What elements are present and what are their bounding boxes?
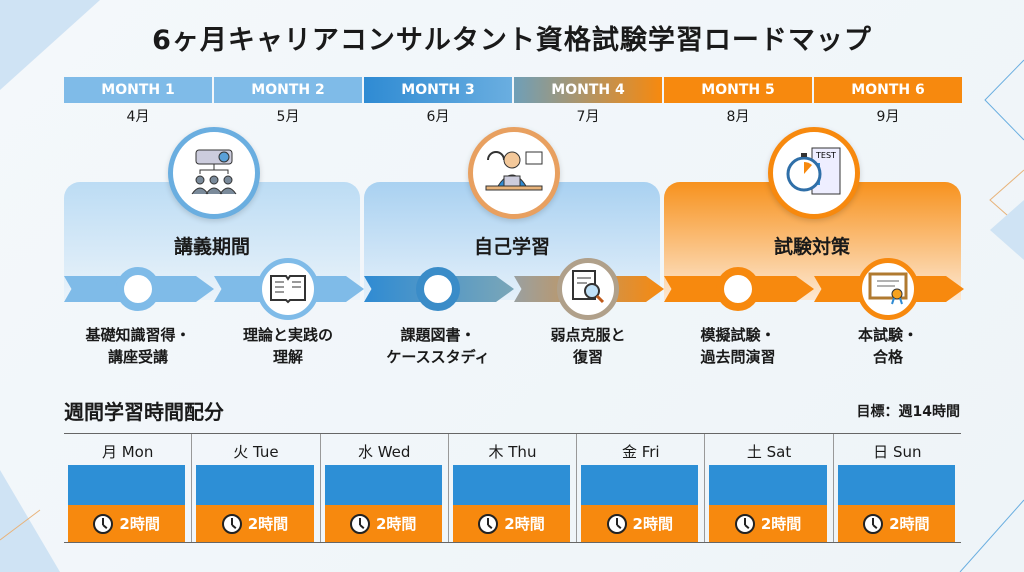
day-column: 土 Sat 2時間 — [704, 434, 832, 542]
milestone-line1: 本試験・ — [857, 326, 918, 344]
day-name: 月 Mon — [101, 443, 154, 461]
day-name: 水 Wed — [357, 443, 411, 461]
day-study-bar — [196, 465, 314, 505]
day-hours-label: 2時間 — [504, 515, 545, 533]
day-hours: 2時間 — [581, 505, 699, 542]
clock-icon — [349, 513, 370, 534]
weekly-goal: 目標：週14時間 — [856, 404, 960, 420]
day-hours: 2時間 — [452, 505, 571, 542]
day-study-bar — [709, 465, 827, 505]
phase-title: 講義期間 — [173, 236, 250, 258]
clock-icon — [606, 513, 627, 534]
milestone-node — [116, 267, 160, 311]
day-hours: 2時間 — [68, 505, 186, 542]
milestone-line2: 講座受講 — [107, 348, 168, 366]
milestone-node — [557, 258, 619, 320]
day-hours: 2時間 — [709, 505, 827, 542]
clock-icon — [221, 513, 242, 534]
milestone-line2: 合格 — [872, 348, 903, 366]
milestone-line1: 模擬試験・ — [700, 326, 776, 344]
milestone-node — [716, 267, 760, 311]
day-column: 水 Wed 2時間 — [319, 434, 448, 542]
day-name: 土 Sat — [746, 443, 792, 461]
page-title: 6ヶ月キャリアコンサルタント資格試験学習ロードマップ — [152, 25, 872, 56]
milestone-node — [416, 267, 460, 311]
phase-icon-badge — [168, 127, 260, 219]
day-name: 日 Sun — [873, 443, 922, 461]
svg-text:TEST: TEST — [815, 151, 836, 160]
day-study-bar — [452, 465, 571, 505]
day-hours-label: 2時間 — [760, 515, 802, 533]
open-book-icon — [268, 270, 308, 308]
day-hours-label: 2時間 — [247, 515, 289, 533]
document-search-icon — [568, 268, 608, 310]
day-hours: 2時間 — [196, 505, 314, 542]
milestone-label: 弱点克服と復習 — [513, 324, 663, 368]
day-study-bar — [68, 465, 186, 505]
milestone-line2: ケーススタディ — [386, 348, 490, 366]
milestone-label: 模擬試験・過去問演習 — [663, 324, 813, 368]
day-hours-label: 2時間 — [119, 515, 160, 533]
milestone-line2: 理解 — [272, 348, 303, 366]
milestone-line1: 基礎知識習得・ — [85, 326, 191, 344]
weekly-schedule: 月 Mon 2時間 火 Tue 2時間 水 Wed 2時間 木 Thu 2時間 金 Fri 2時間… — [64, 433, 961, 543]
phase-title: 試験対策 — [773, 236, 850, 258]
month-label: 8月 — [726, 109, 750, 125]
day-hours-label: 2時間 — [632, 515, 673, 533]
day-hours: 2時間 — [837, 505, 955, 542]
month-header: MONTH 1 — [64, 77, 212, 103]
day-column: 火 Tue 2時間 — [191, 434, 319, 542]
clock-icon — [93, 513, 114, 534]
milestone-line1: 理論と実践の — [242, 326, 333, 344]
milestone-label: 本試験・合格 — [813, 324, 963, 368]
month-label: 4月 — [126, 109, 150, 125]
day-column: 木 Thu 2時間 — [447, 434, 576, 542]
phase-icon-badge — [468, 127, 560, 219]
month-header: MONTH 6 — [814, 77, 962, 103]
day-hours: 2時間 — [324, 505, 442, 542]
day-name: 火 Tue — [233, 443, 279, 461]
month-header: MONTH 2 — [214, 77, 362, 103]
milestone-line1: 弱点克服と — [550, 326, 626, 344]
day-column: 日 Sun 2時間 — [832, 434, 961, 542]
self-study-person-icon — [482, 144, 546, 202]
day-name: 木 Thu — [488, 443, 537, 461]
milestone-label: 理論と実践の理解 — [213, 324, 363, 368]
milestone-node — [857, 258, 919, 320]
month-label: 7月 — [576, 109, 600, 125]
day-column: 月 Mon 2時間 — [64, 434, 191, 542]
day-study-bar — [837, 465, 955, 505]
stopwatch-test-icon: TEST — [782, 142, 846, 204]
month-header: MONTH 4 — [514, 77, 662, 103]
clock-icon — [734, 513, 755, 534]
day-hours-label: 2時間 — [889, 515, 930, 533]
clock-icon — [863, 513, 884, 534]
lecture-projector-icon — [186, 146, 242, 200]
month-header: MONTH 5 — [664, 77, 812, 103]
milestone-line2: 過去問演習 — [700, 348, 776, 366]
day-hours-label: 2時間 — [375, 515, 417, 533]
month-label: 6月 — [426, 109, 450, 125]
milestone-node — [257, 258, 319, 320]
milestone-line1: 課題図書・ — [400, 326, 476, 344]
month-header: MONTH 3 — [364, 77, 512, 103]
phase-icon-badge: TEST — [768, 127, 860, 219]
phase-title: 自己学習 — [473, 236, 550, 258]
certificate-icon — [867, 269, 909, 309]
milestone-label: 基礎知識習得・講座受講 — [63, 324, 213, 368]
month-label: 5月 — [276, 109, 300, 125]
milestone-line2: 復習 — [572, 348, 603, 366]
day-name: 金 Fri — [621, 443, 660, 461]
weekly-title: 週間学習時間配分 — [64, 400, 224, 424]
milestone-label: 課題図書・ケーススタディ — [363, 324, 513, 368]
day-study-bar — [324, 465, 442, 505]
clock-icon — [478, 513, 499, 534]
day-column: 金 Fri 2時間 — [576, 434, 704, 542]
day-study-bar — [581, 465, 699, 505]
month-label: 9月 — [876, 109, 900, 125]
